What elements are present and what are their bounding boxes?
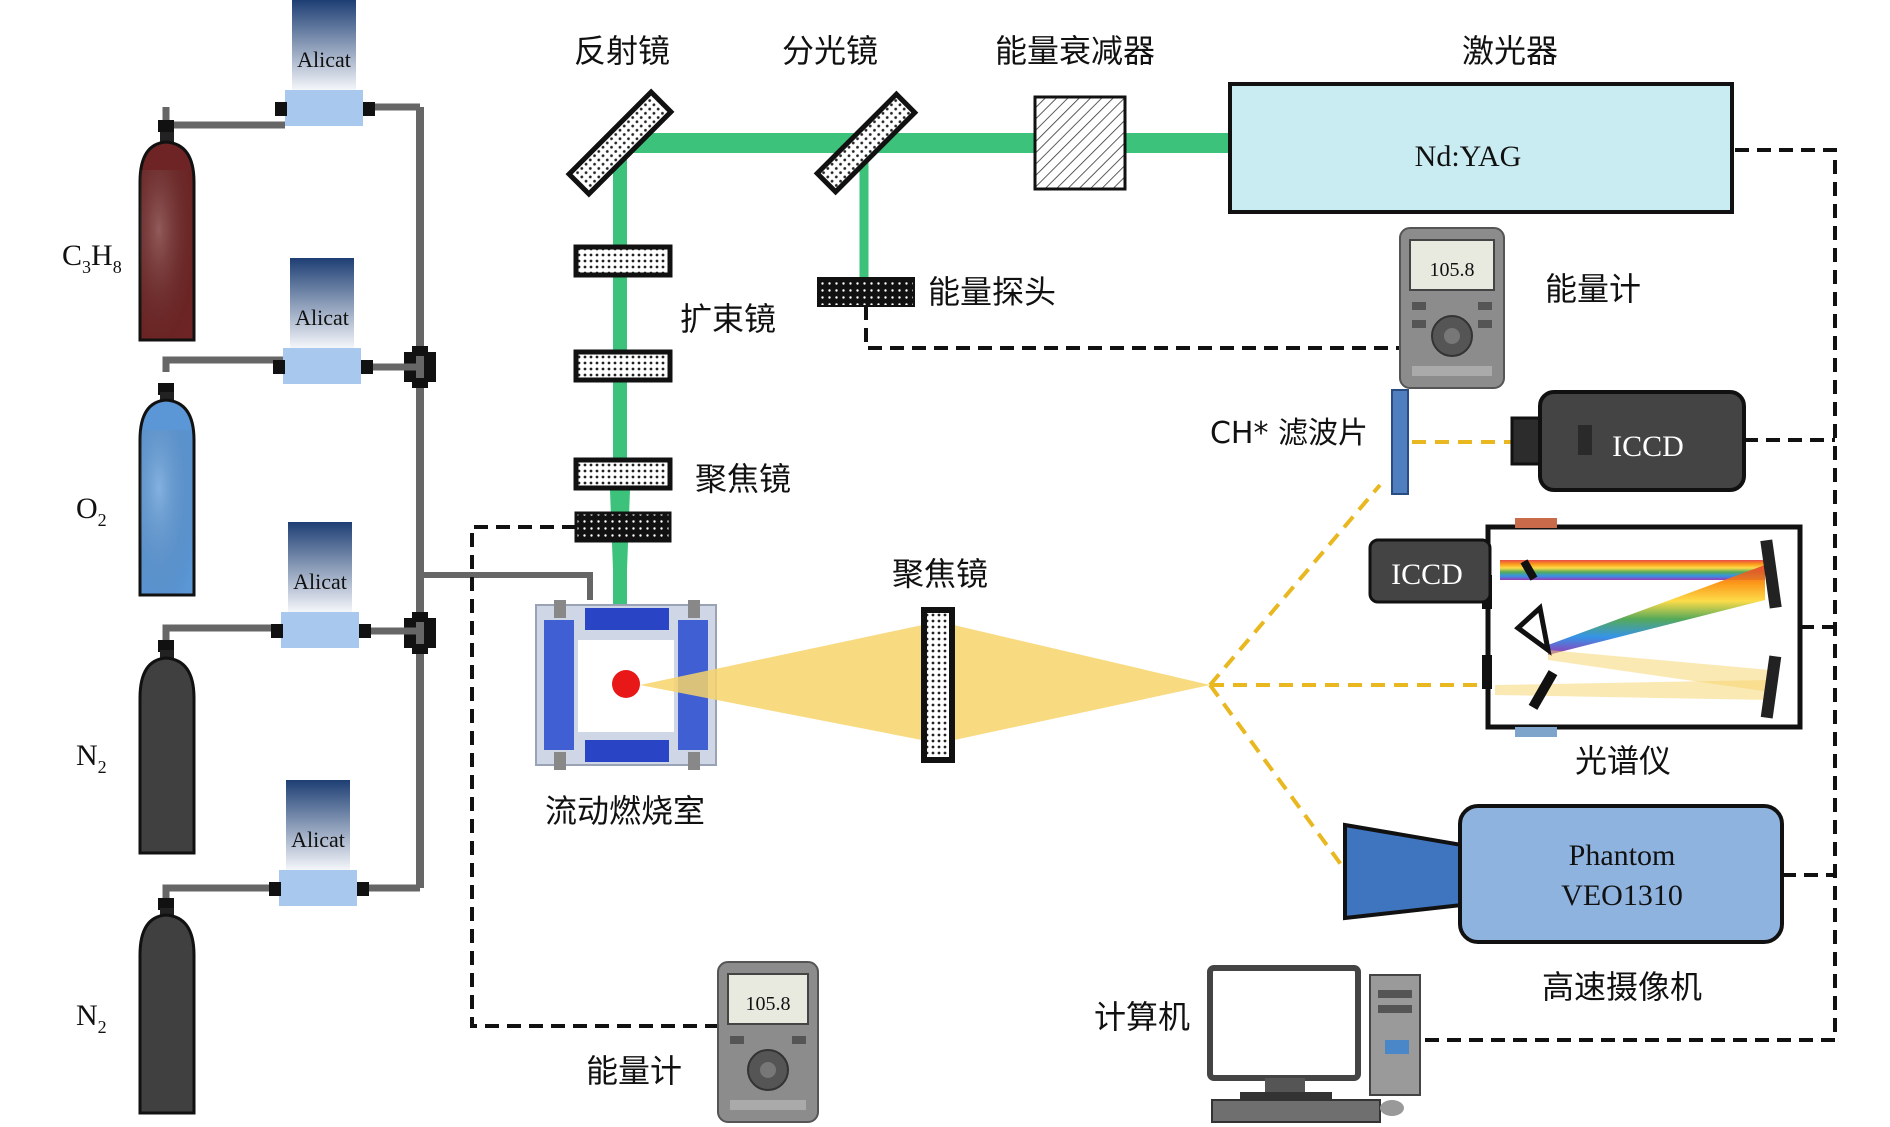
computer	[1207, 965, 1421, 1123]
gas-cylinder-nitrogen-2	[138, 884, 285, 1115]
flow-controller-label: Alicat	[297, 47, 351, 72]
high-speed-camera: Phantom VEO1310	[1343, 804, 1784, 944]
flow-controller-3: Alicat	[271, 522, 420, 648]
flow-controller-4: Alicat	[269, 780, 420, 906]
gas-label-nitrogen-2: N2	[76, 999, 107, 1037]
energy-meter-reading: 105.8	[1430, 259, 1475, 281]
gas-label-oxygen: O2	[76, 492, 107, 530]
beam-expander-label: 扩束镜	[680, 300, 776, 338]
focusing-lens-top	[573, 457, 673, 491]
gas-cylinder-oxygen	[138, 356, 285, 597]
energy-probe	[817, 277, 915, 307]
gas-cylinder-nitrogen-1	[138, 624, 285, 855]
collected-light-cone	[945, 623, 1210, 742]
energy-meter-top-label: 能量计	[1545, 270, 1641, 308]
ignition-point	[612, 670, 640, 698]
spectrometer	[1482, 518, 1803, 737]
energy-meter-reading: 105.8	[746, 993, 791, 1015]
flow-controller-label: Alicat	[293, 569, 347, 594]
energy-meter-top: 105.8	[1399, 227, 1505, 389]
gas-label-propane: C3H8	[62, 239, 122, 277]
spectrometer-label: 光谱仪	[1575, 742, 1671, 780]
signal-distribution-lines	[1208, 440, 1512, 872]
energy-meter-bottom-label: 能量计	[586, 1052, 682, 1090]
flow-controller-1: Alicat	[275, 0, 420, 126]
gas-label-nitrogen-1: N2	[76, 739, 107, 777]
energy-probe-bottom	[574, 511, 672, 543]
beam-expander-lens-1	[573, 244, 673, 278]
energy-meter-bottom: 105.8	[717, 961, 819, 1123]
energy-probe-label: 能量探头	[928, 273, 1056, 311]
iccd-camera-1: ICCD	[1510, 390, 1746, 492]
combustor-label: 流动燃烧室	[545, 792, 705, 830]
focusing-lens-mid-label: 聚焦镜	[892, 555, 988, 593]
ch-filter	[1391, 389, 1409, 495]
laser-nd-yag	[1228, 82, 1734, 214]
focusing-lens-mid	[921, 607, 955, 763]
laser-model-label: Nd:YAG	[1415, 140, 1522, 173]
beam-expander-lens-2	[573, 349, 673, 383]
manifold-to-combustor-pipe	[420, 572, 593, 600]
iccd-camera-2: ICCD	[1368, 538, 1492, 604]
flow-controller-2: Alicat	[273, 258, 420, 384]
gas-supply-system: C3H8 O2 N2 N2	[62, 0, 593, 1115]
control-cables	[470, 148, 1837, 1042]
gas-cylinder-propane	[138, 107, 285, 342]
iccd-2-label: ICCD	[1391, 558, 1463, 591]
attenuator-label: 能量衰减器	[995, 32, 1155, 70]
flow-controller-label: Alicat	[295, 305, 349, 330]
beam-splitter	[813, 90, 919, 196]
laser-label: 激光器	[1462, 32, 1558, 70]
flow-controller-label: Alicat	[291, 827, 345, 852]
focusing-lens-top-label: 聚焦镜	[695, 460, 791, 498]
ch-filter-label: CH* 滤波片	[1210, 416, 1368, 451]
beam-splitter-label: 分光镜	[782, 32, 878, 70]
mirror	[565, 88, 675, 198]
energy-attenuator	[1033, 95, 1127, 191]
emission-light-cone	[640, 623, 932, 742]
iccd-1-label: ICCD	[1612, 430, 1684, 463]
computer-label: 计算机	[1094, 998, 1190, 1036]
mirror-label: 反射镜	[574, 32, 670, 70]
hs-camera-model-line1: Phantom	[1569, 839, 1676, 872]
hs-camera-label: 高速摄像机	[1542, 968, 1702, 1006]
hs-camera-model-line2: VEO1310	[1561, 879, 1683, 912]
